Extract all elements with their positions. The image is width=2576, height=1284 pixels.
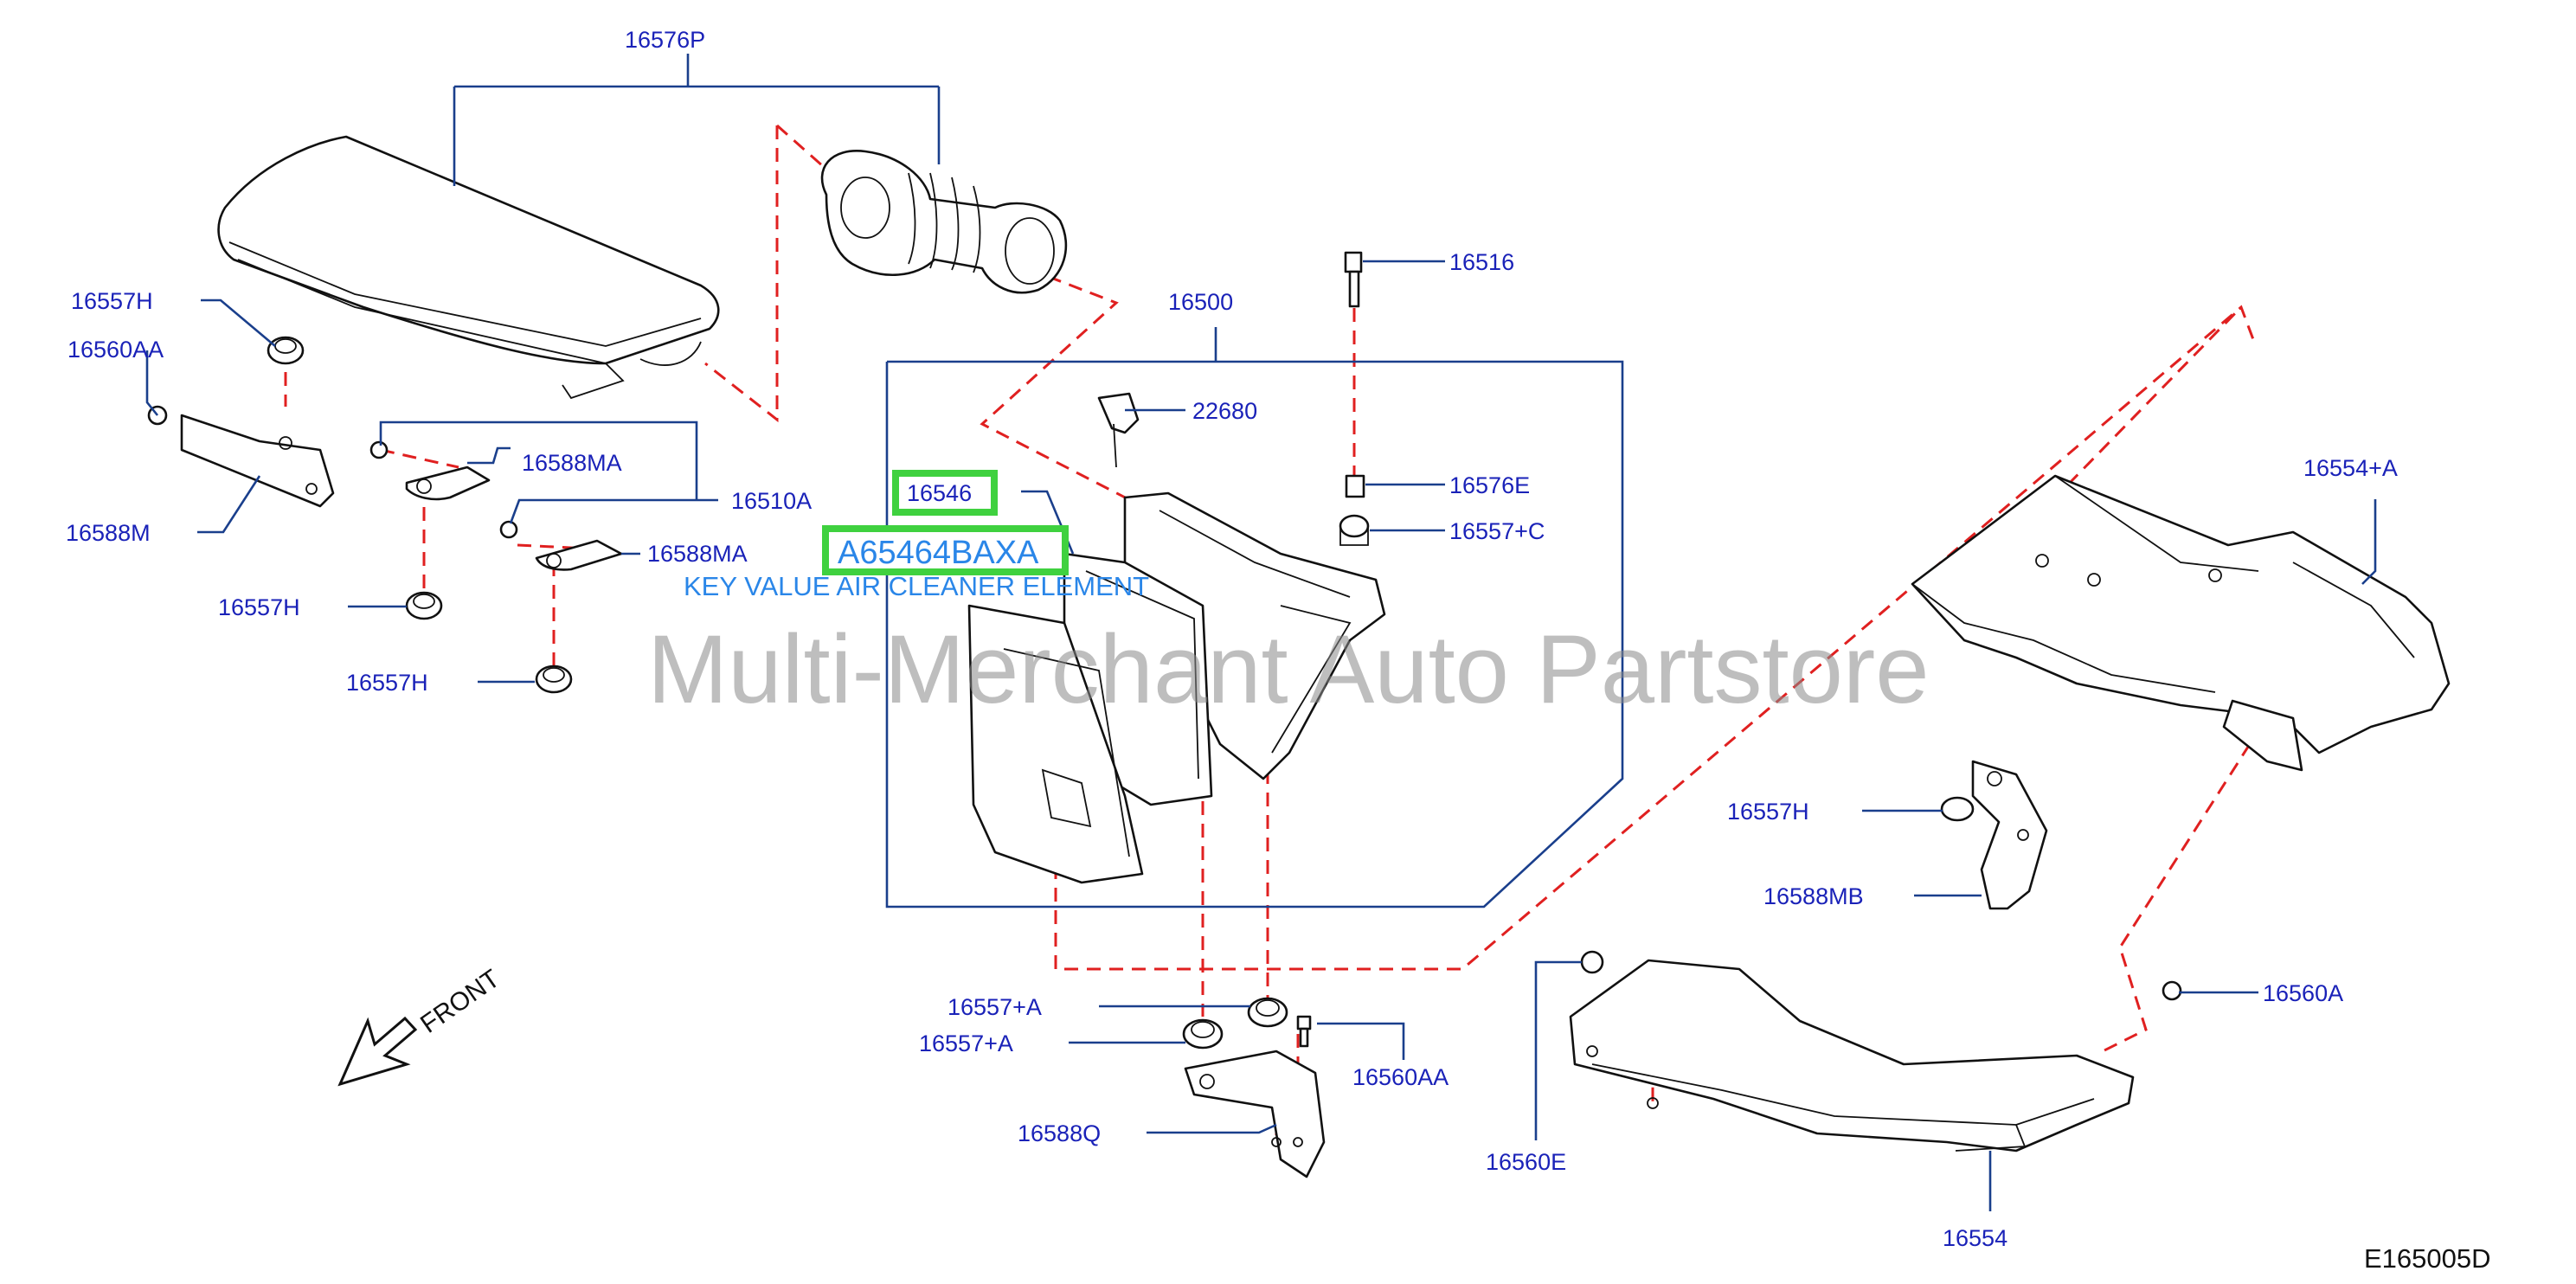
right-bracket-16588MB — [1940, 760, 2048, 910]
callout-16588Q[interactable]: 16588Q — [1018, 1120, 1101, 1146]
callout-16560AA-a[interactable]: 16560AA — [67, 337, 164, 363]
lower-bracket-16588Q — [1182, 997, 1326, 1178]
resonator-hose — [820, 150, 1068, 294]
callout-16557H-c[interactable]: 16557H — [346, 670, 428, 696]
callout-16557A-a[interactable]: 16557+A — [948, 994, 1042, 1020]
callout-16588M[interactable]: 16588M — [66, 520, 151, 546]
callout-16554[interactable]: 16554 — [1943, 1225, 2007, 1251]
callout-labels: 16576P 16557H 16560AA 16588M 16588MA 165… — [66, 27, 2398, 1251]
callout-16546[interactable]: 16546 — [907, 480, 972, 506]
right-duct-16554A — [1911, 474, 2451, 772]
air-duct-16576P — [217, 135, 720, 400]
leader-lines — [145, 54, 2377, 1211]
watermark: Multi-Merchant Auto Partstore — [647, 615, 1929, 723]
callout-16557A-b[interactable]: 16557+A — [919, 1030, 1013, 1056]
callout-16576E[interactable]: 16576E — [1449, 472, 1530, 498]
callout-16510A[interactable]: 16510A — [731, 488, 812, 514]
callout-16557H-a[interactable]: 16557H — [71, 288, 153, 314]
front-arrow-icon — [337, 1016, 418, 1087]
highlight-16546[interactable] — [892, 470, 998, 516]
air-cleaner-assembly — [967, 251, 1386, 884]
callout-16500[interactable]: 16500 — [1168, 289, 1233, 315]
callout-16588MA-a[interactable]: 16588MA — [522, 450, 622, 476]
callout-16557H-d[interactable]: 16557H — [1727, 799, 1809, 825]
diagram-code: E165005D — [2364, 1243, 2491, 1274]
callout-16557C[interactable]: 16557+C — [1449, 518, 1545, 544]
callout-16560AA-b[interactable]: 16560AA — [1352, 1064, 1449, 1090]
lower-duct-16554 — [1569, 950, 2182, 1152]
callout-16576P[interactable]: 16576P — [625, 27, 705, 53]
front-label: FRONT — [415, 964, 505, 1038]
left-mount-brackets — [147, 336, 623, 694]
callout-16560E[interactable]: 16560E — [1486, 1149, 1566, 1175]
callout-16560A[interactable]: 16560A — [2263, 980, 2343, 1006]
part-description: KEY VALUE AIR CLEANER ELEMENT — [684, 571, 1149, 601]
callout-22680[interactable]: 22680 — [1192, 398, 1257, 424]
front-direction-indicator: FRONT — [337, 964, 505, 1087]
highlighted-part-number[interactable]: A65464BAXA — [838, 535, 1039, 571]
highlight-part-number[interactable] — [822, 525, 1069, 575]
callout-16516[interactable]: 16516 — [1449, 249, 1514, 275]
callout-16588MA-b[interactable]: 16588MA — [647, 541, 748, 567]
callout-16554A[interactable]: 16554+A — [2303, 455, 2398, 481]
callout-16557H-b[interactable]: 16557H — [218, 594, 300, 620]
callout-16588MB[interactable]: 16588MB — [1763, 883, 1864, 909]
